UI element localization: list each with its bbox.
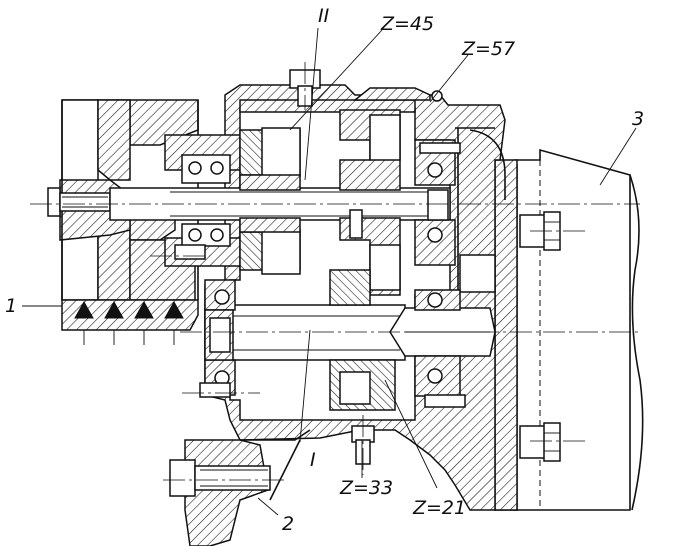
label-gear-z21: Z=21 — [412, 497, 466, 519]
label-part-1: 1 — [5, 295, 17, 317]
label-shaft-II: II — [318, 5, 330, 27]
label-shaft-I: I — [310, 449, 316, 471]
pulley — [47, 99, 199, 345]
label-part-2: 2 — [282, 513, 294, 535]
label-gear-z57: Z=57 — [461, 38, 515, 60]
leader-lines — [22, 27, 637, 516]
label-part-3: 3 — [632, 108, 644, 130]
label-gear-z45: Z=45 — [380, 13, 434, 35]
shaft-I — [199, 269, 496, 465]
center-lines — [30, 62, 640, 481]
label-gear-z33: Z=33 — [339, 477, 393, 499]
base-plate — [169, 429, 311, 546]
